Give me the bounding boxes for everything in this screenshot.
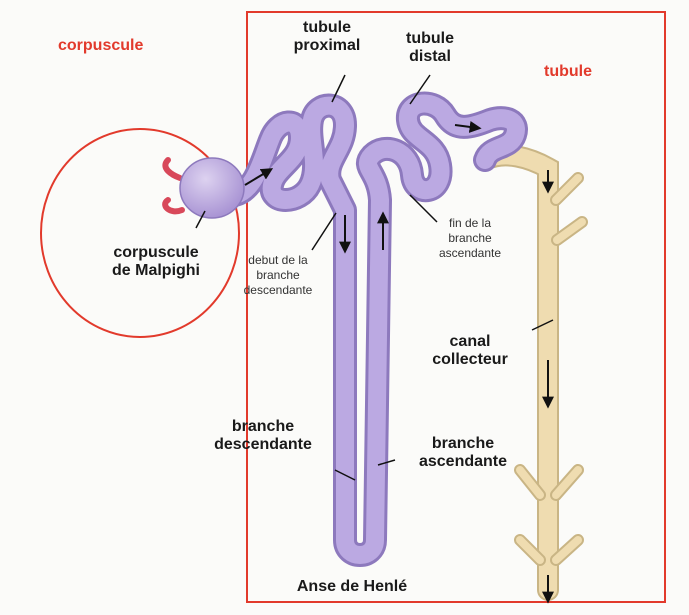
branche-descendante-label: branche descendante (198, 418, 328, 455)
fin-branche-label: fin de la branche ascendante (420, 216, 520, 261)
tubule-distal-label: tubule distal (390, 30, 470, 67)
tubule-region-label: tubule (544, 63, 624, 81)
tubule-region-box (247, 12, 665, 602)
canal-collecteur-label: canal collecteur (415, 333, 525, 370)
debut-branche-label: debut de la branche descendante (228, 253, 328, 298)
corpuscule-region-label: corpuscule (58, 37, 178, 55)
branche-ascendante-label: branche ascendante (398, 435, 528, 472)
corpuscule-malpighi-label: corpuscule de Malpighi (96, 244, 216, 281)
malpighi-corpuscle-shape (165, 158, 244, 218)
anse-de-henle-title: Anse de Henlé (272, 578, 432, 596)
tubule-proximal-label: tubule proximal (272, 19, 382, 56)
tubule-shape (235, 104, 516, 555)
